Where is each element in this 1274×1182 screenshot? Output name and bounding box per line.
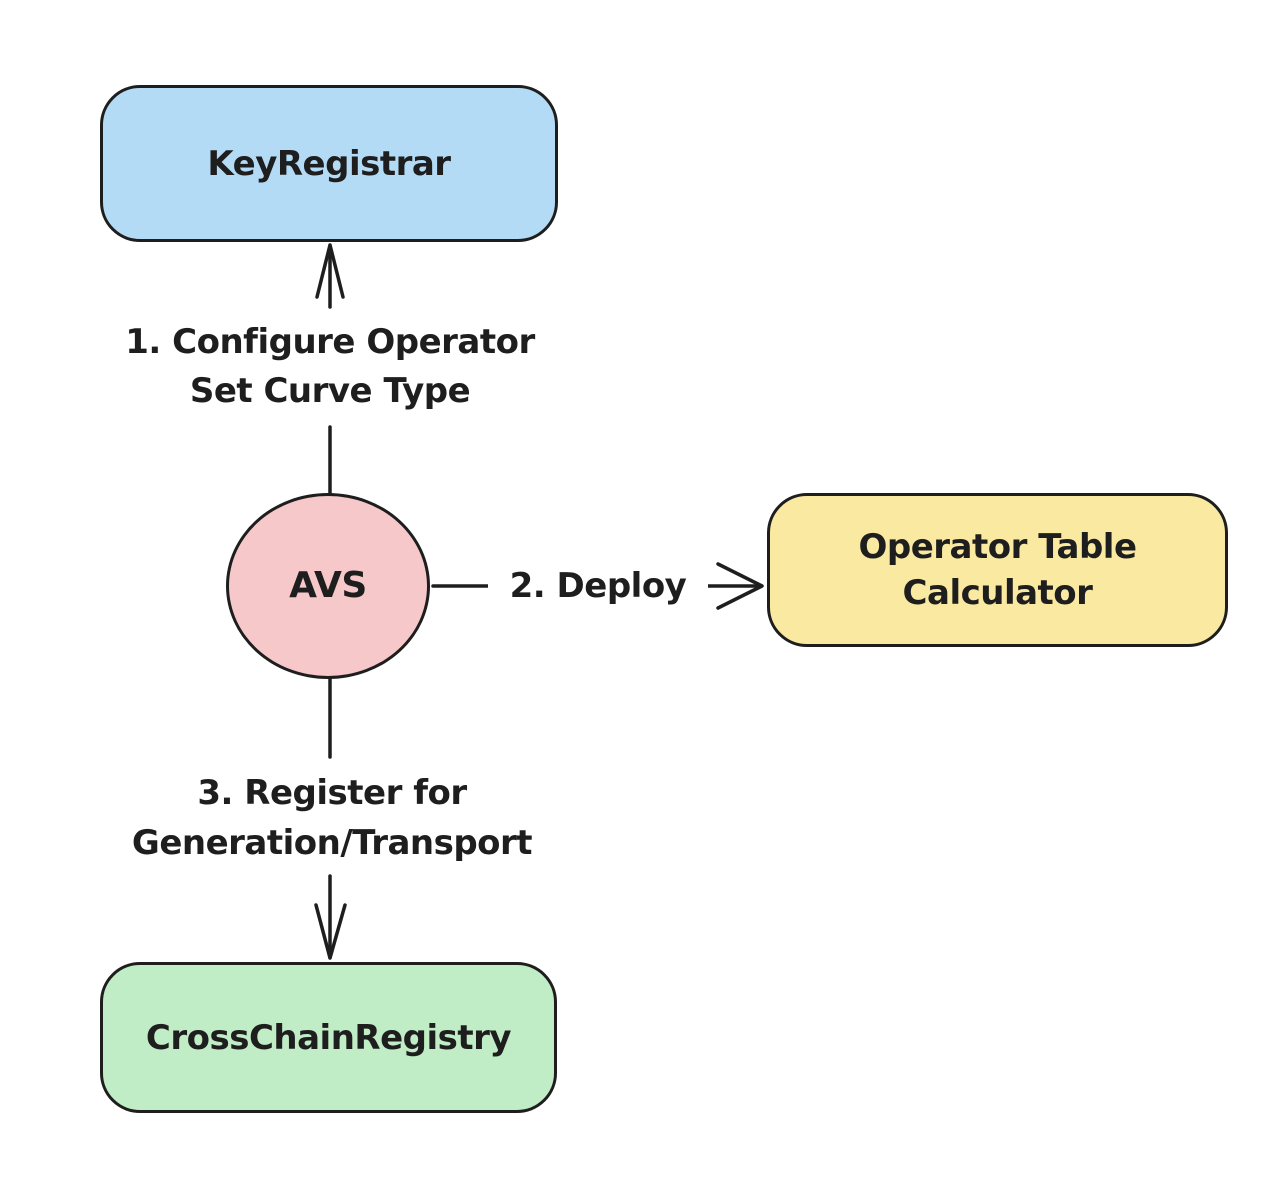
arrow-configure [315,243,345,495]
edge-label-line: Generation/Transport [131,823,533,863]
node-operator-table-calculator: Operator Table Calculator [767,493,1228,647]
edge-label-line: 3. Register for [197,773,467,813]
edge-label-deploy: 2. Deploy [488,561,708,611]
arrow-register [314,677,347,960]
node-key-registrar: KeyRegistrar [100,85,558,242]
node-avs-label: AVS [289,565,367,606]
node-avs: AVS [226,493,430,679]
edge-label-line: Set Curve Type [189,371,471,411]
node-operator-table-calculator-label: Operator Table Calculator [858,524,1137,616]
arrowhead-down-icon [314,903,347,960]
node-label-line: Operator Table [858,527,1137,567]
node-label-line: Calculator [902,573,1093,613]
edge-label-line: 1. Configure Operator [125,322,535,362]
node-cross-chain-registry: CrossChainRegistry [100,962,557,1113]
arrowhead-up-icon [315,243,345,299]
edge-label-register: 3. Register for Generation/Transport [102,768,562,868]
node-cross-chain-registry-label: CrossChainRegistry [145,1017,512,1058]
edge-label-configure: 1. Configure Operator Set Curve Type [100,318,560,416]
arrowhead-right-icon [716,562,764,610]
node-key-registrar-label: KeyRegistrar [207,143,451,184]
